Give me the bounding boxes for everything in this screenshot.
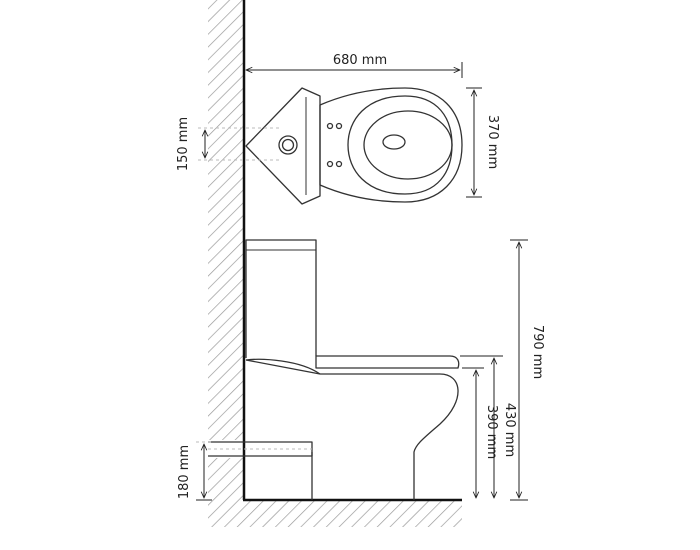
dimension-depth: 370 mm — [466, 87, 500, 198]
hinge-bolt-lower-left — [326, 160, 334, 168]
outlet-height-label: 180 mm — [177, 445, 192, 499]
total-height-label: 790 mm — [530, 325, 545, 379]
depth-label: 370 mm — [485, 115, 500, 169]
tank-body-outline — [245, 250, 317, 358]
dimension-bowl-height: 390 mm — [462, 367, 499, 498]
tank-lid-outline — [245, 239, 317, 250]
hinge-bolt-upper-left — [326, 122, 334, 130]
pedestal-outline — [245, 359, 459, 500]
hinge-bolt-lower-right — [335, 160, 343, 168]
wall — [208, 0, 462, 527]
dimension-seat-height: 430 mm — [460, 355, 517, 498]
drain-hole — [382, 134, 406, 150]
seat-opening — [363, 110, 453, 180]
dimension-total-height: 790 mm — [510, 239, 545, 501]
dimension-inlet-offset: 150 mm — [176, 117, 282, 171]
hinge-bolt-upper-right — [335, 122, 343, 130]
width-label: 680 mm — [333, 53, 387, 68]
bowl-top-outline — [319, 87, 463, 203]
dimension-width: 680 mm — [246, 53, 463, 78]
seat-height-label: 430 mm — [502, 403, 517, 457]
bowl-height-label: 390 mm — [484, 405, 499, 459]
flush-button — [278, 135, 298, 155]
seat-lid-outline — [315, 355, 460, 369]
dimension-outlet-height: 180 mm — [177, 441, 212, 501]
inlet-offset-label: 150 mm — [176, 117, 191, 171]
side-view — [208, 239, 460, 500]
top-view — [245, 87, 463, 205]
